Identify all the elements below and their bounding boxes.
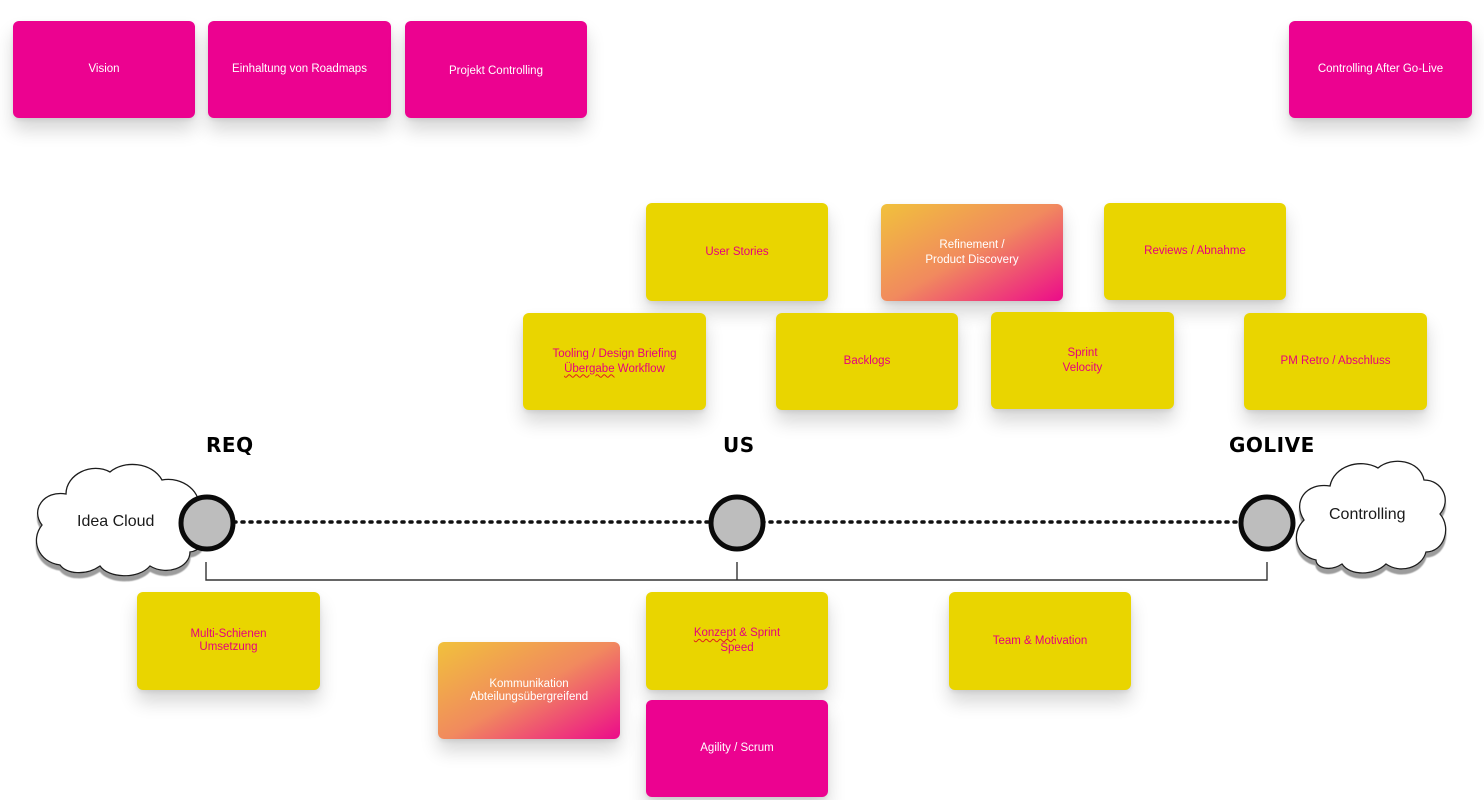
- card-multi-schienen-umsetzung[interactable]: Multi-Schienen Umsetzung: [137, 592, 320, 690]
- card-vision-label: Vision: [88, 63, 120, 75]
- card-kommunikation-abteilungsuebergreifend[interactable]: Kommunikation Abteilungsübergreifend: [438, 642, 620, 739]
- card-tooling-line1: Tooling / Design Briefing: [552, 347, 677, 360]
- card-sprint-velocity-label: Sprint Velocity: [1062, 346, 1103, 374]
- card-pm-retro-label: PM Retro / Abschluss: [1280, 355, 1391, 367]
- card-konzept-word: Konzept: [693, 627, 737, 639]
- card-team-motivation[interactable]: Team & Motivation: [949, 592, 1131, 690]
- milestone-label-req: REQ: [206, 433, 254, 457]
- card-user-stories-label: User Stories: [705, 245, 769, 258]
- card-konzept-line2: Speed: [720, 642, 754, 654]
- card-agility-scrum[interactable]: Agility / Scrum: [646, 700, 828, 797]
- card-multi-schienen-label: Multi-Schienen Umsetzung: [190, 628, 267, 653]
- card-tooling-line2-word: Übergabe: [564, 362, 615, 375]
- milestone-label-golive: GOLIVE: [1229, 433, 1315, 457]
- timeline-bracket: [205, 562, 1268, 581]
- card-backlogs[interactable]: Backlogs: [776, 313, 958, 410]
- card-projekt-controlling[interactable]: Projekt Controlling: [405, 21, 587, 118]
- card-reviews-abnahme[interactable]: Reviews / Abnahme: [1104, 203, 1286, 300]
- card-backlogs-label: Backlogs: [843, 355, 891, 367]
- card-einhaltung-roadmaps-label: Einhaltung von Roadmaps: [232, 63, 367, 75]
- card-einhaltung-roadmaps[interactable]: Einhaltung von Roadmaps: [208, 21, 391, 118]
- idea-cloud-shape: [35, 463, 208, 577]
- card-kommunikation-label: Kommunikation Abteilungsübergreifend: [469, 677, 589, 703]
- idea-cloud-label: Idea Cloud: [77, 513, 155, 530]
- card-agility-scrum-label: Agility / Scrum: [700, 742, 774, 754]
- milestone-node-us: [708, 494, 766, 552]
- card-controlling-after-go-live-label: Controlling After Go-Live: [1317, 63, 1444, 75]
- card-user-stories[interactable]: User Stories: [646, 203, 828, 301]
- milestone-label-us: US: [723, 433, 755, 457]
- card-controlling-after-go-live[interactable]: Controlling After Go-Live: [1289, 21, 1472, 118]
- card-pm-retro-abschluss[interactable]: PM Retro / Abschluss: [1244, 313, 1427, 410]
- card-sprint-velocity[interactable]: Sprint Velocity: [991, 312, 1174, 409]
- card-konzept-rest: & Sprint: [736, 627, 781, 639]
- controlling-cloud-shape: [1295, 460, 1447, 574]
- milestone-node-req: [178, 494, 236, 552]
- card-team-motivation-label: Team & Motivation: [992, 634, 1088, 647]
- card-refinement-label: Refinement / Product Discovery: [925, 238, 1019, 266]
- card-reviews-label: Reviews / Abnahme: [1144, 245, 1246, 257]
- card-vision[interactable]: Vision: [13, 21, 195, 118]
- card-projekt-controlling-label: Projekt Controlling: [449, 65, 543, 77]
- milestone-node-golive: [1238, 494, 1296, 552]
- controlling-cloud-label: Controlling: [1329, 506, 1406, 523]
- card-refinement-product-discovery[interactable]: Refinement / Product Discovery: [881, 204, 1063, 301]
- card-tooling-line2-rest: Workflow: [614, 362, 665, 375]
